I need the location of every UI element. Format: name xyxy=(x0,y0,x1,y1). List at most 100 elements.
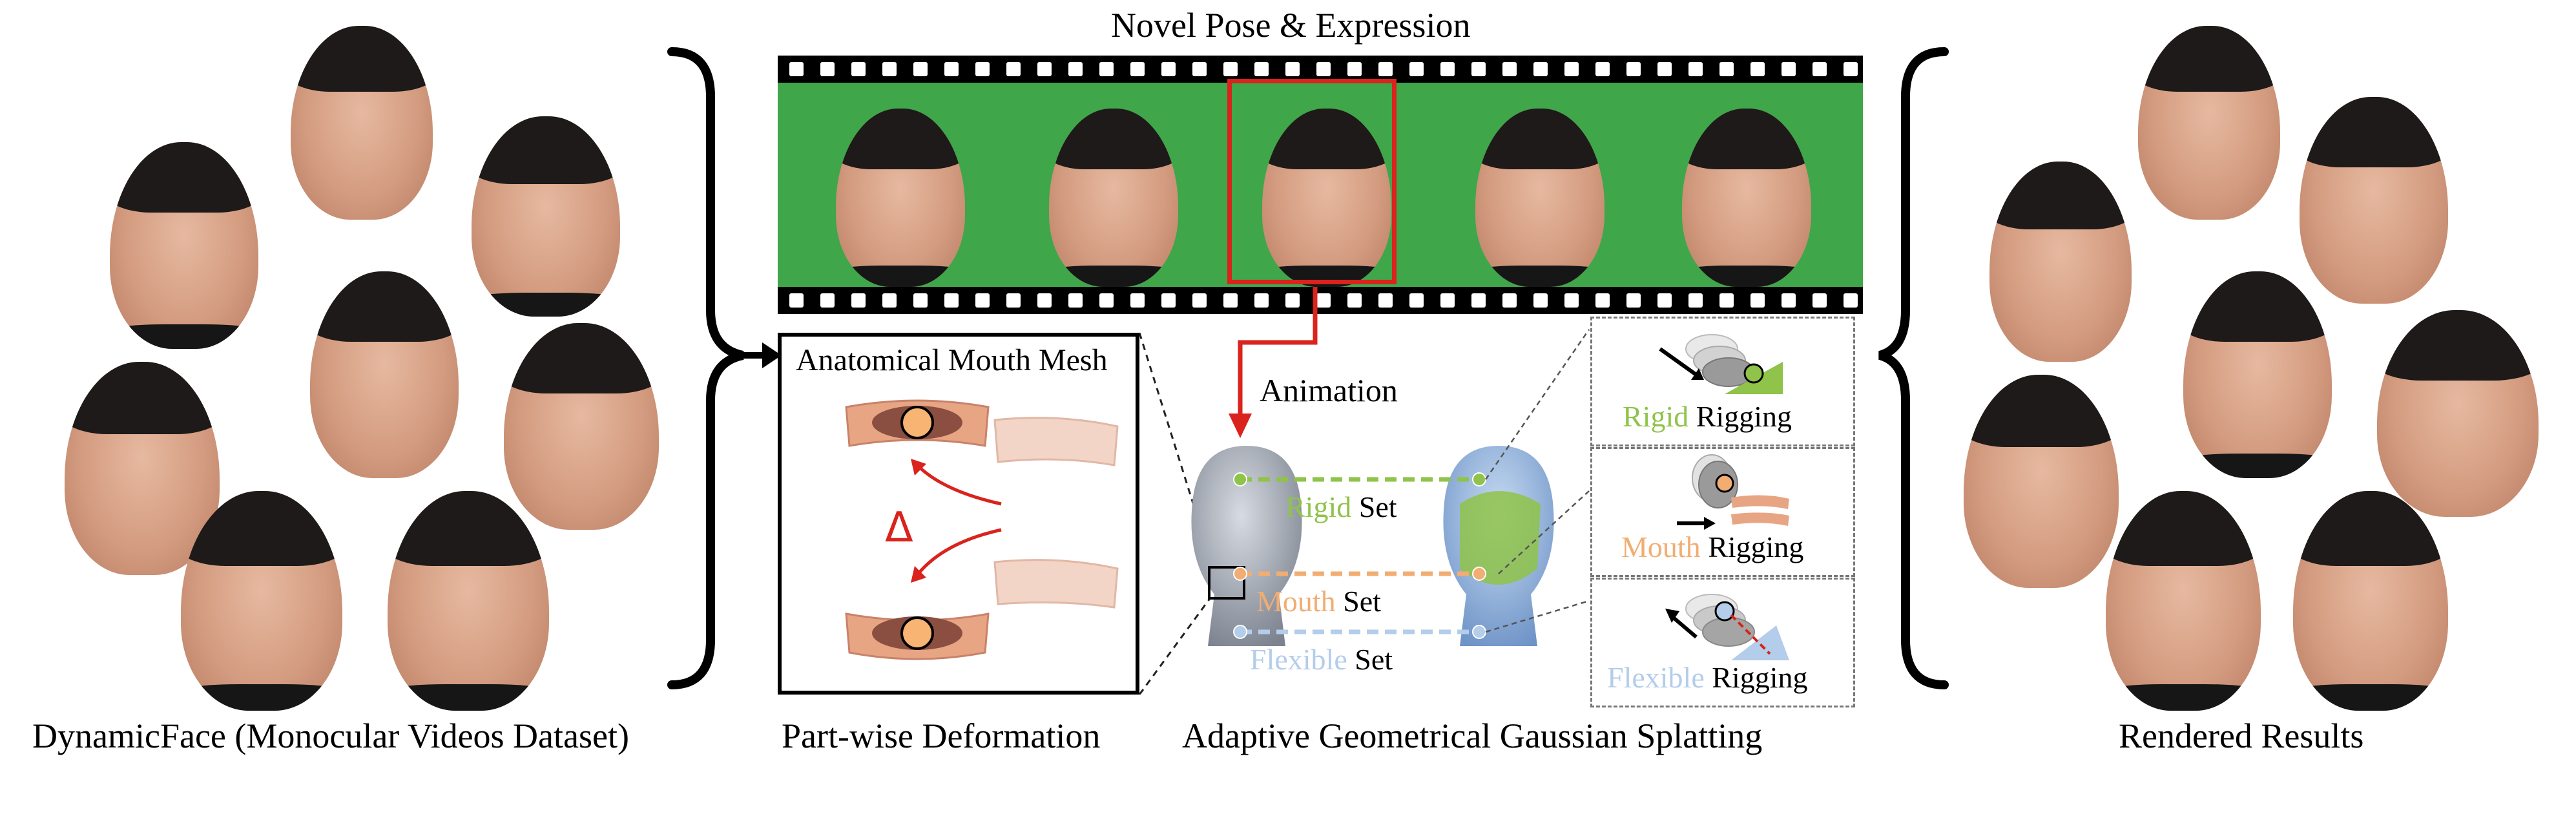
film-sprocket xyxy=(1378,62,1393,76)
film-sprocket xyxy=(1192,62,1207,76)
rigid-set-label: Rigid Set xyxy=(1285,490,1397,524)
dataset-face xyxy=(65,362,220,575)
caption-rendered: Rendered Results xyxy=(2119,717,2364,755)
film-sprocket xyxy=(1440,62,1455,76)
delta-symbol: Δ xyxy=(885,504,913,552)
film-sprocket xyxy=(913,293,928,308)
flexible-set-name: Flexible xyxy=(1250,643,1347,676)
film-sprocket xyxy=(1161,293,1176,308)
film-sprocket xyxy=(1316,62,1331,76)
left-brace xyxy=(667,47,782,689)
film-frame-face xyxy=(836,109,965,287)
mouth-rigging-glyph xyxy=(1677,454,1789,530)
caption-novel-pose: Novel Pose & Expression xyxy=(1111,6,1471,45)
film-sprocket xyxy=(1844,62,1858,76)
film-sprocket xyxy=(975,62,990,76)
film-sprocket xyxy=(1564,62,1579,76)
mouth-rigging-suffix: Rigging xyxy=(1700,530,1804,563)
animation-label: Animation xyxy=(1260,372,1398,408)
film-sprocket xyxy=(1068,62,1083,76)
rendered-face xyxy=(1989,162,2132,362)
film-sprocket xyxy=(1347,293,1362,308)
mesh-zoom-lines xyxy=(1139,333,1212,695)
animation-connector xyxy=(1229,287,1318,438)
film-sprocket xyxy=(1781,62,1796,76)
film-sprocket xyxy=(1750,293,1765,308)
dataset-face xyxy=(472,116,620,317)
rendered-face xyxy=(1964,375,2119,588)
film-sprocket xyxy=(1781,293,1796,308)
selected-frame-highlight xyxy=(1227,79,1397,284)
film-strip xyxy=(778,56,1863,314)
film-sprocket xyxy=(1378,293,1393,308)
film-sprocket xyxy=(1068,293,1083,308)
flexible-set-label: Flexible Set xyxy=(1250,642,1393,676)
film-frame-face xyxy=(1682,109,1811,287)
rendered-face xyxy=(2138,26,2280,220)
rigid-rigging-glyph xyxy=(1659,334,1783,394)
film-sprocket xyxy=(1471,293,1486,308)
film-sprocket xyxy=(944,293,959,308)
film-sprocket xyxy=(1254,62,1269,76)
mouth-mesh-panel xyxy=(778,333,1139,695)
film-sprocket xyxy=(1285,62,1300,76)
film-sprocket xyxy=(1409,62,1424,76)
dataset-face xyxy=(310,271,459,478)
mouth-mesh-title: Anatomical Mouth Mesh xyxy=(796,343,1108,377)
film-sprocket xyxy=(1285,293,1300,308)
rendered-face xyxy=(2377,310,2539,517)
film-sprocket xyxy=(1130,293,1145,308)
blue-head-model xyxy=(1443,446,1554,646)
film-sprocket xyxy=(1502,293,1517,308)
film-sprocket xyxy=(1471,62,1486,76)
film-sprocket xyxy=(1657,293,1672,308)
rendered-collage xyxy=(1951,13,2564,711)
film-sprocket xyxy=(1161,62,1176,76)
rendered-face xyxy=(2183,271,2332,478)
rigid-rigging-suffix: Rigging xyxy=(1688,400,1792,433)
film-sprocket xyxy=(882,62,897,76)
film-sprocket xyxy=(1409,293,1424,308)
film-sprocket xyxy=(1006,293,1021,308)
dataset-face xyxy=(291,26,433,220)
dataset-collage xyxy=(26,13,665,711)
film-sprocket xyxy=(1254,293,1269,308)
film-sprocket xyxy=(851,293,866,308)
caption-dataset: DynamicFace (Monocular Videos Dataset) xyxy=(32,717,629,755)
film-sprocket xyxy=(1595,62,1610,76)
film-sprocket xyxy=(1626,293,1641,308)
film-sprocket xyxy=(1223,293,1238,308)
film-sprocket xyxy=(851,62,866,76)
mouth-set-suffix: Set xyxy=(1335,585,1381,618)
film-sprocket xyxy=(1750,62,1765,76)
mouth-set-name: Mouth xyxy=(1256,585,1336,618)
set-connectors xyxy=(1233,472,1486,639)
film-sprocket xyxy=(1626,62,1641,76)
flexible-set-suffix: Set xyxy=(1347,643,1393,676)
film-sprocket xyxy=(789,62,804,76)
film-sprocket xyxy=(1440,293,1455,308)
film-sprocket xyxy=(1192,293,1207,308)
rigging-zoom-lines xyxy=(1484,329,1590,633)
film-sprocket xyxy=(1130,62,1145,76)
mouth-rigging-name: Mouth xyxy=(1621,530,1701,563)
film-sprocket xyxy=(789,293,804,308)
film-sprocket xyxy=(944,62,959,76)
film-sprocket xyxy=(1099,293,1114,308)
film-sprocket xyxy=(1719,293,1734,308)
film-sprocket xyxy=(1844,293,1858,308)
film-sprocket xyxy=(1099,62,1114,76)
flexible-rigging-name: Flexible xyxy=(1607,661,1705,694)
rendered-face xyxy=(2106,491,2261,711)
film-sprocket xyxy=(1223,62,1238,76)
rendered-face xyxy=(2300,97,2448,304)
mouth-rigging-label: Mouth Rigging xyxy=(1621,530,1803,564)
dataset-face xyxy=(388,491,549,711)
film-sprocket xyxy=(1688,293,1703,308)
film-frames xyxy=(778,79,1863,287)
mouth-set-label: Mouth Set xyxy=(1256,584,1381,618)
rigid-set-name: Rigid xyxy=(1285,490,1352,523)
film-sprocket xyxy=(1037,293,1052,308)
rigid-rigging-name: Rigid xyxy=(1623,400,1689,433)
caption-part-wise: Part-wise Deformation xyxy=(782,717,1101,755)
